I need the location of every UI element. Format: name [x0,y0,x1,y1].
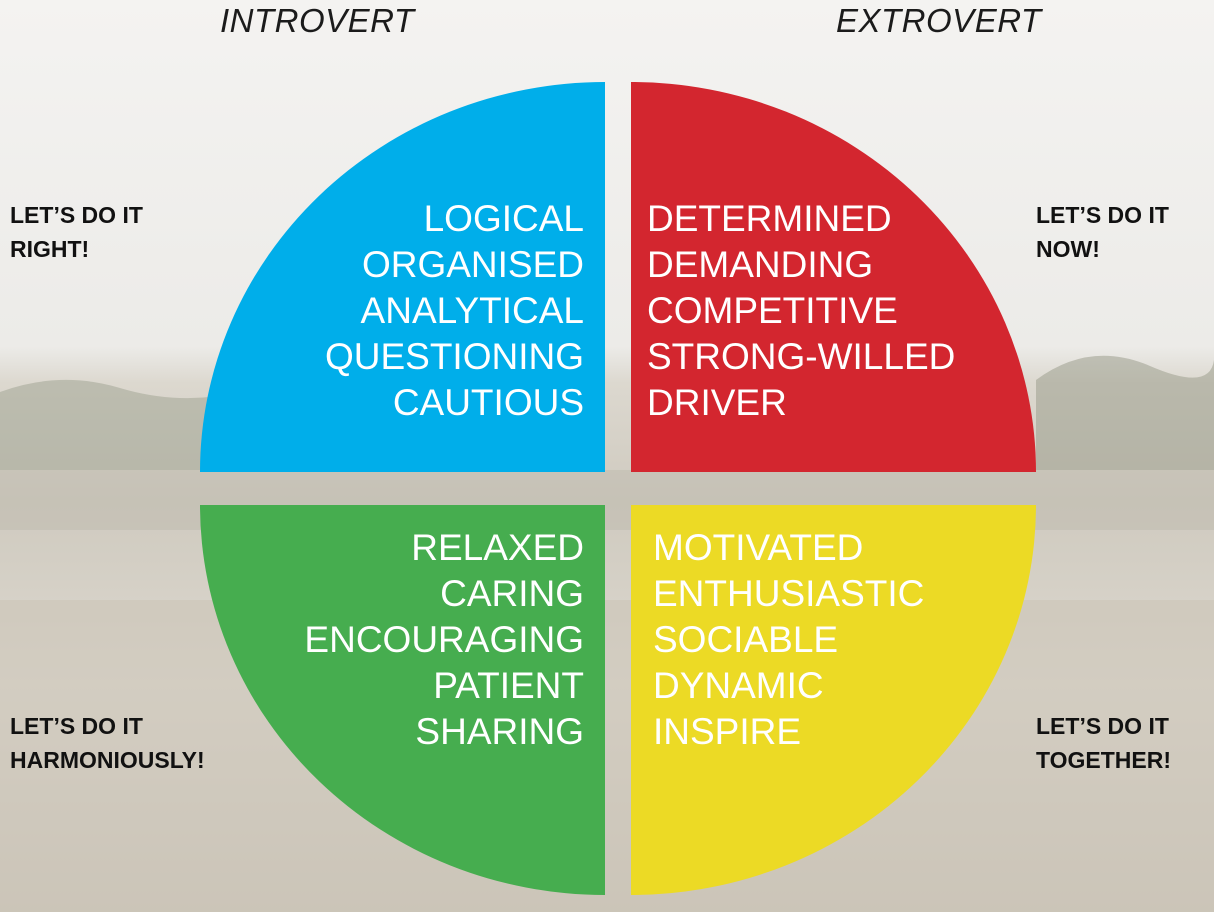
note-line: NOW! [1036,236,1100,262]
trait-label: PATIENT [433,665,584,706]
traits-red: DETERMINED DEMANDING COMPETITIVE STRONG-… [647,196,955,426]
trait-label: ORGANISED [361,244,584,285]
trait-label: INSPIRE [653,711,802,752]
trait-label: LOGICAL [423,198,584,239]
trait-label: MOTIVATED [653,527,864,568]
note-top-right: LET’S DO IT NOW! [1036,198,1169,266]
traits-yellow: MOTIVATED ENTHUSIASTIC SOCIABLE DYNAMIC … [653,525,924,755]
quadrant-yellow [631,505,1036,895]
traits-green: RELAXED CARING ENCOURAGING PATIENT SHARI… [304,525,584,755]
trait-label: COMPETITIVE [647,290,898,331]
note-bottom-left: LET’S DO IT HARMONIOUSLY! [10,709,205,777]
trait-label: ANALYTICAL [360,290,584,331]
note-line: LET’S DO IT [10,202,143,228]
note-line: LET’S DO IT [1036,713,1169,739]
note-line: LET’S DO IT [1036,202,1169,228]
note-bottom-right: LET’S DO IT TOGETHER! [1036,709,1171,777]
note-line: RIGHT! [10,236,90,262]
trait-label: QUESTIONING [324,336,584,377]
trait-label: SOCIABLE [653,619,839,660]
trait-label: CARING [440,573,584,614]
trait-label: DEMANDING [647,244,874,285]
trait-label: DETERMINED [647,198,892,239]
note-line: HARMONIOUSLY! [10,747,205,773]
note-line: TOGETHER! [1036,747,1172,773]
trait-label: ENCOURAGING [304,619,584,660]
tree-line-left [0,379,240,470]
quadrant-blue [200,82,605,472]
quadrant-green [200,505,605,895]
extrovert-heading: EXTROVERT [836,2,1042,39]
trait-label: STRONG-WILLED [647,336,956,377]
tree-line-right [1036,355,1214,470]
introvert-heading: INTROVERT [220,2,415,39]
trait-label: DRIVER [647,382,787,423]
quadrant-red [631,82,1036,472]
trait-label: ENTHUSIASTIC [653,573,925,614]
trait-label: DYNAMIC [653,665,824,706]
trait-label: SHARING [415,711,584,752]
trait-label: RELAXED [411,527,584,568]
grass-band [0,600,1214,912]
trait-label: CAUTIOUS [392,382,584,423]
note-top-left: LET’S DO IT RIGHT! [10,198,143,266]
note-line: LET’S DO IT [10,713,143,739]
traits-blue: LOGICAL ORGANISED ANALYTICAL QUESTIONING… [325,196,584,426]
